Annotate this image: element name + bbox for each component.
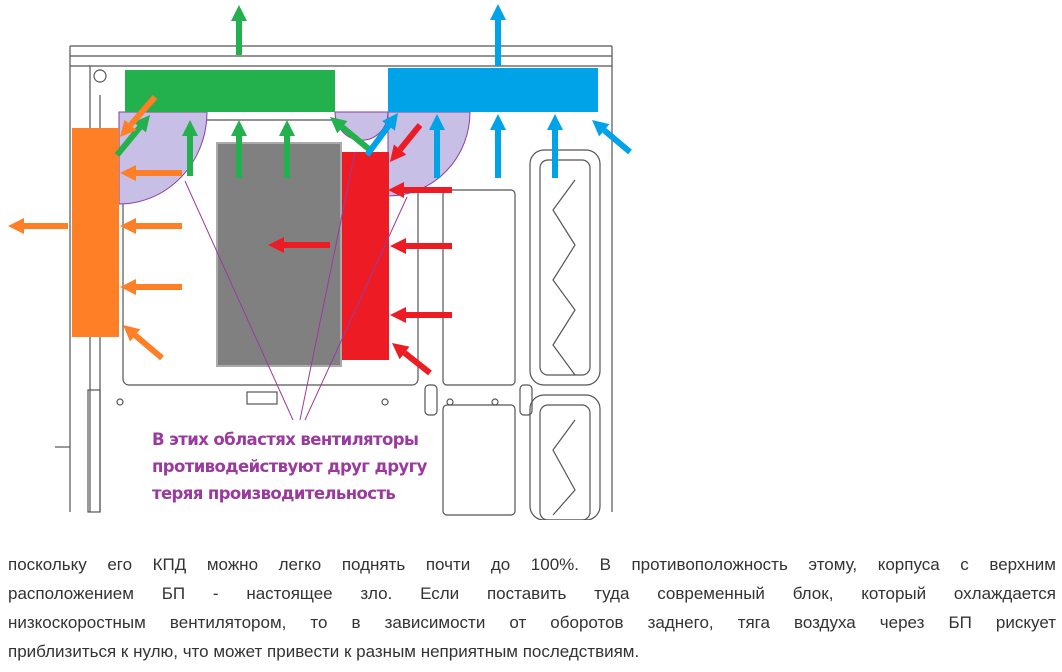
rear-orange-fan xyxy=(72,128,119,337)
airflow-arrow-icon xyxy=(547,114,563,178)
gpu-block xyxy=(216,142,342,367)
airflow-diagram xyxy=(8,4,632,520)
airflow-arrow-icon xyxy=(123,325,164,361)
airflow-arrow-icon xyxy=(8,218,68,234)
airflow-arrow-icon xyxy=(592,120,632,155)
airflow-arrow-icon xyxy=(330,117,372,153)
airflow-arrow-icon xyxy=(429,114,445,178)
airflow-arrow-icon xyxy=(182,120,198,176)
airflow-arrow-icon xyxy=(390,238,452,254)
airflow-arrow-icon xyxy=(390,123,423,162)
airflow-arrow-icon xyxy=(364,113,398,157)
airflow-arrow-icon xyxy=(490,4,506,66)
airflow-arrow-icon xyxy=(390,307,452,323)
paragraph-line: приблизиться к нулю, что может привести … xyxy=(8,642,640,661)
caption-line: теряя производительность xyxy=(152,484,396,503)
airflow-arrow-icon xyxy=(231,5,247,55)
airflow-arrow-icon xyxy=(120,95,158,137)
airflow-arrow-icon xyxy=(120,218,182,234)
paragraph-line: низкоскоростным вентилятором, то в завис… xyxy=(8,613,1056,632)
top-blue-fan xyxy=(388,68,598,112)
airflow-arrow-icon xyxy=(231,120,247,178)
airflow-arrow-icon xyxy=(268,237,330,253)
cpu-cooler-red xyxy=(342,152,389,360)
top-green-fan xyxy=(125,70,335,112)
caption-line: противодействуют друг другу xyxy=(152,457,427,476)
airflow-arrow-icon xyxy=(120,165,182,181)
conflict-caption: В этих областях вентиляторы противодейст… xyxy=(152,426,427,507)
airflow-arrow-icon xyxy=(120,279,182,295)
paragraph-line: поскольку его КПД можно легко поднять по… xyxy=(8,555,1056,574)
airflow-arrow-icon xyxy=(388,182,452,198)
airflow-arrows xyxy=(8,4,632,376)
caption-line: В этих областях вентиляторы xyxy=(152,430,419,449)
airflow-arrow-icon xyxy=(392,343,432,376)
airflow-arrow-icon xyxy=(490,114,506,178)
paragraph-line: расположением БП - настоящее зло. Если п… xyxy=(8,584,1056,603)
pointer-lines xyxy=(184,151,408,421)
airflow-arrow-icon xyxy=(114,115,150,157)
article-paragraph: поскольку его КПД можно легко поднять по… xyxy=(8,550,1056,666)
airflow-arrow-icon xyxy=(279,120,295,178)
